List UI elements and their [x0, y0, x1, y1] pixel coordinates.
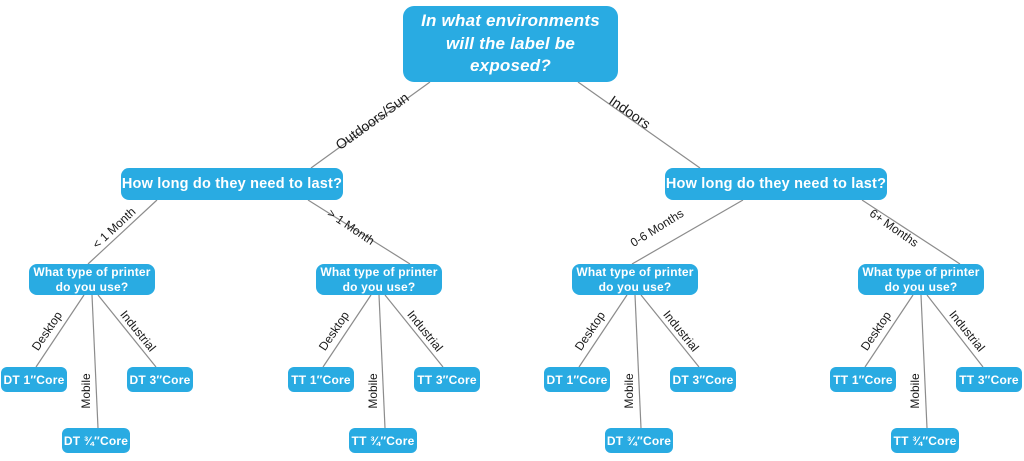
edge-label-mobile-2: Mobile: [366, 373, 380, 409]
printer-question-node-1: What type of printer do you use?: [29, 264, 155, 295]
printer-question-node-3: What type of printer do you use?: [572, 264, 698, 295]
printer-question-node-4: What type of printer do you use?: [858, 264, 984, 295]
result-node-1-mobile: DT ¾″Core: [62, 428, 130, 453]
edge-label-mobile-3: Mobile: [622, 373, 636, 409]
result-node-2-industrial: TT 3″Core: [414, 367, 480, 392]
root-question-node: In what environments will the label be e…: [403, 6, 618, 82]
duration-question-node-outdoors: How long do they need to last?: [121, 168, 343, 200]
edge-label-mobile-1: Mobile: [79, 373, 93, 409]
duration-question-node-indoors: How long do they need to last?: [665, 168, 887, 200]
result-node-2-mobile: TT ¾″Core: [349, 428, 417, 453]
edge-label-mobile-4: Mobile: [908, 373, 922, 409]
result-node-3-industrial: DT 3″Core: [670, 367, 736, 392]
result-node-4-industrial: TT 3″Core: [956, 367, 1022, 392]
result-node-2-desktop: TT 1″Core: [288, 367, 354, 392]
result-node-4-desktop: TT 1″Core: [830, 367, 896, 392]
result-node-3-desktop: DT 1″Core: [544, 367, 610, 392]
result-node-1-desktop: DT 1″Core: [1, 367, 67, 392]
result-node-1-industrial: DT 3″Core: [127, 367, 193, 392]
printer-question-node-2: What type of printer do you use?: [316, 264, 442, 295]
result-node-3-mobile: DT ¾″Core: [605, 428, 673, 453]
result-node-4-mobile: TT ¾″Core: [891, 428, 959, 453]
